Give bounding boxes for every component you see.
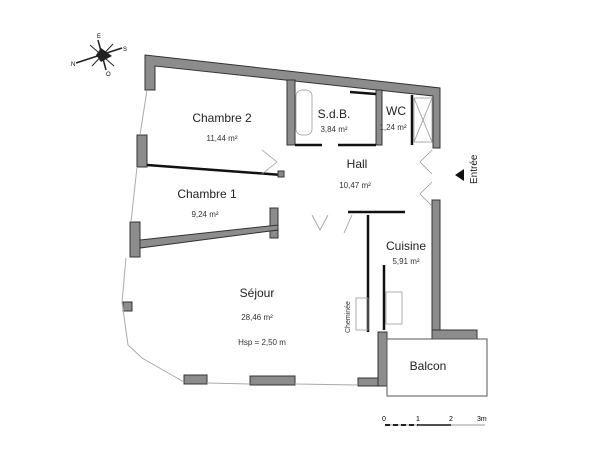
entrance-marker: Entrée <box>455 154 480 184</box>
room-wc: WC 1,24 m² <box>379 104 406 132</box>
svg-text:Hall: Hall <box>347 157 368 171</box>
svg-text:3m: 3m <box>477 416 487 423</box>
svg-text:WC: WC <box>386 104 406 118</box>
partitions <box>121 89 488 397</box>
svg-text:Cuisine: Cuisine <box>386 239 426 253</box>
scale-bar: 0 1 2 3m <box>382 416 487 426</box>
compass-rose-icon: N E S O <box>71 34 127 78</box>
entrance-arrow-icon <box>455 169 464 181</box>
svg-text:11,44 m²: 11,44 m² <box>207 134 238 143</box>
room-balcon: Balcon <box>410 359 447 373</box>
svg-text:Entrée: Entrée <box>469 154 480 184</box>
svg-text:10,47 m²: 10,47 m² <box>339 181 371 190</box>
svg-text:1,24 m²: 1,24 m² <box>379 123 406 132</box>
compass-south: S <box>123 47 127 53</box>
fireplace-label: Cheminée <box>345 301 352 333</box>
compass-west: O <box>106 72 111 78</box>
svg-text:2: 2 <box>449 416 453 423</box>
room-hall: Hall 10,47 m² <box>339 157 371 190</box>
svg-text:5,91 m²: 5,91 m² <box>392 257 419 266</box>
room-sejour: Séjour 28,46 m² Hsp = 2,50 m <box>238 286 286 347</box>
walls <box>122 54 478 387</box>
room-cuisine: Cuisine 5,91 m² <box>386 239 426 266</box>
room-sdb: S.d.B. 3,84 m² <box>318 107 351 134</box>
svg-text:3,84 m²: 3,84 m² <box>320 125 347 134</box>
svg-text:28,46 m²: 28,46 m² <box>241 313 273 322</box>
svg-text:Balcon: Balcon <box>410 359 447 373</box>
svg-text:9,24 m²: 9,24 m² <box>191 210 218 219</box>
room-chambre-1: Chambre 1 9,24 m² <box>177 187 237 219</box>
svg-text:Chambre 1: Chambre 1 <box>177 187 237 201</box>
compass-east: E <box>97 34 101 40</box>
svg-text:S.d.B.: S.d.B. <box>318 107 351 121</box>
svg-text:Hsp = 2,50 m: Hsp = 2,50 m <box>238 338 286 347</box>
compass-north: N <box>71 62 75 68</box>
svg-text:Séjour: Séjour <box>240 286 275 300</box>
svg-text:1: 1 <box>416 416 420 423</box>
svg-text:0: 0 <box>382 416 386 423</box>
svg-text:Chambre 2: Chambre 2 <box>192 111 252 125</box>
room-chambre-2: Chambre 2 11,44 m² <box>192 111 252 143</box>
